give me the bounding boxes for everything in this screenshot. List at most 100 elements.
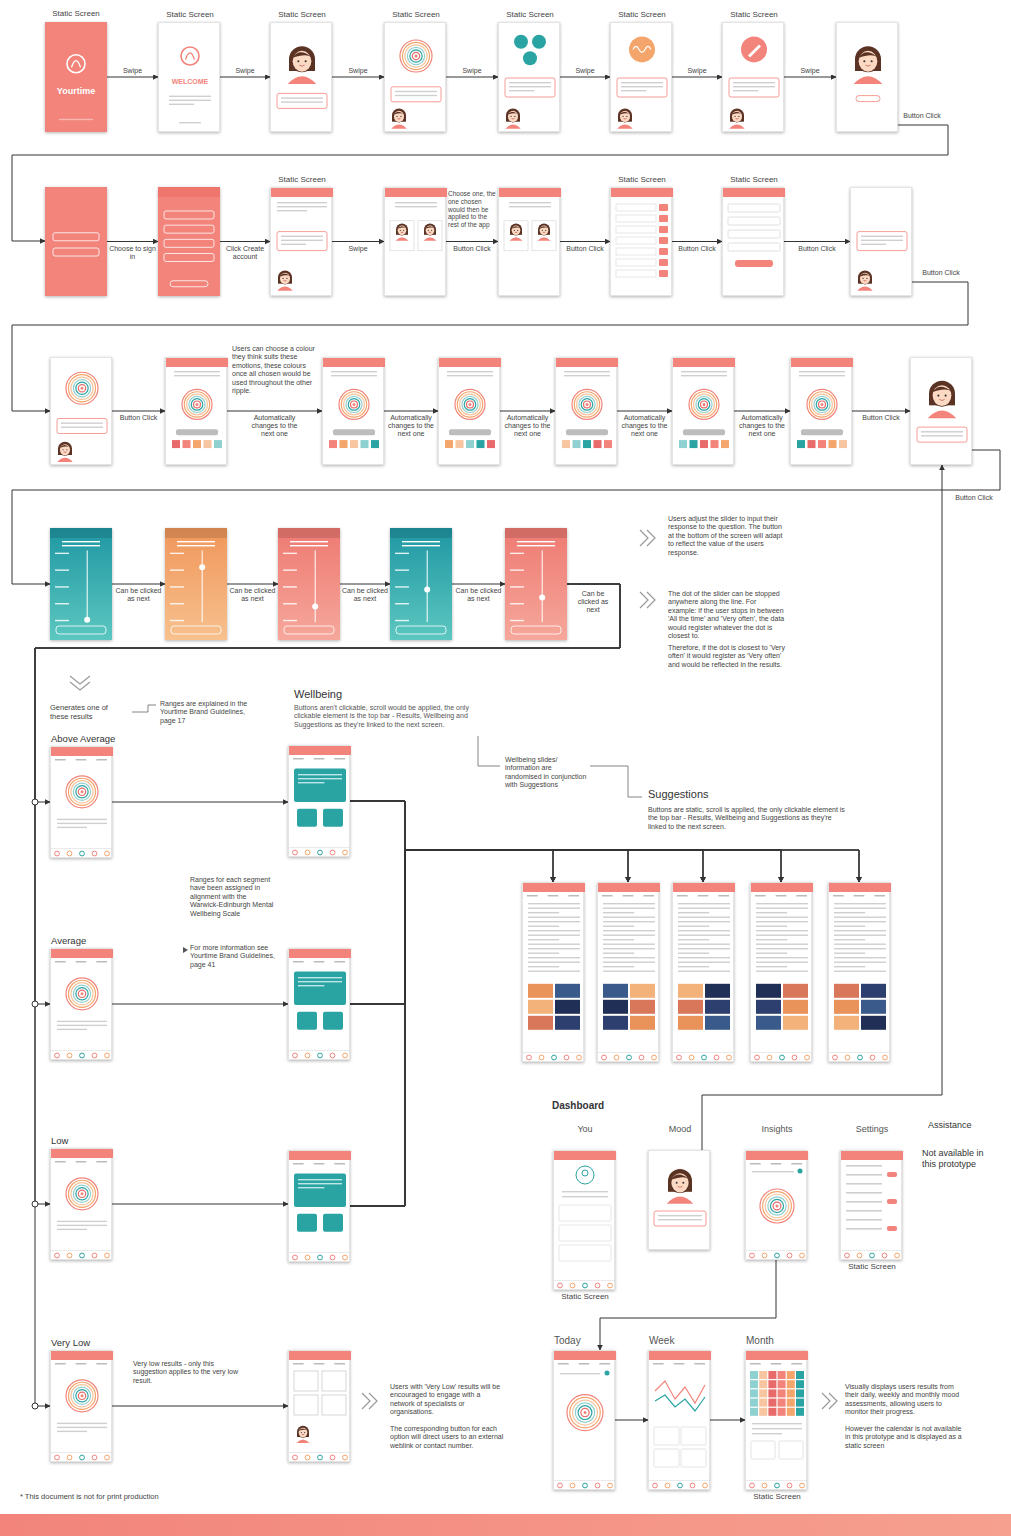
- screen-shape: [51, 949, 113, 958]
- screen-dot: [787, 1483, 792, 1488]
- flow-arrow: [784, 77, 836, 78]
- app-screen: [165, 357, 227, 465]
- avatar-mouth: [64, 451, 67, 453]
- avatar-body: [288, 76, 317, 84]
- screen-shape: [57, 1021, 107, 1022]
- avatar-fringe: [299, 1428, 308, 1431]
- screen-shape: [559, 1245, 611, 1261]
- screen-shape: [621, 86, 663, 87]
- screen-shape: [751, 883, 813, 892]
- avatar-hair: [929, 381, 955, 407]
- screen-shape: [164, 211, 214, 219]
- screen-shape: [721, 440, 729, 448]
- screen-dot: [105, 1455, 110, 1460]
- screen-dot: [862, 278, 863, 279]
- screen-shape: [171, 626, 221, 634]
- flow-arrow: [600, 1260, 776, 1350]
- screen-dot: [66, 449, 67, 450]
- ripple-ring: [694, 394, 715, 415]
- screen-shape: [846, 1201, 882, 1203]
- screen-shape: [598, 1052, 660, 1054]
- screen-shape: [164, 225, 214, 233]
- edge-label: Swipe: [674, 67, 720, 75]
- screen-dot: [895, 1253, 900, 1258]
- screen-shape: [846, 1165, 882, 1167]
- screen-shape: [599, 1363, 610, 1365]
- screen-dot: [305, 1053, 310, 1058]
- screen-shape: [289, 1351, 351, 1360]
- screen-dot: [800, 1483, 805, 1488]
- ripple-ring: [68, 980, 95, 1007]
- screen-caption: WELCOME: [159, 78, 221, 86]
- flow-arrow: [615, 1420, 648, 1421]
- screen-shape: [371, 440, 379, 448]
- note-text: Users adjust the slider to input their r…: [668, 515, 786, 557]
- screen-shape: [517, 545, 555, 546]
- app-screen: Static Screen: [722, 22, 784, 132]
- screen-shape: [554, 1280, 616, 1282]
- flow-arrow: [340, 584, 390, 585]
- screen-dot: [301, 1432, 302, 1433]
- screen-shape: [787, 1399, 795, 1407]
- screen-shape: [562, 440, 570, 448]
- screen-shape: [271, 188, 333, 197]
- flow-arrow: [446, 77, 498, 78]
- flow-arrow: [350, 850, 859, 1206]
- screen-shape: [834, 1016, 859, 1030]
- screen-shape: [750, 1399, 758, 1407]
- screen-shape: [778, 1408, 786, 1416]
- screen-shape: [62, 541, 100, 542]
- app-screen: Static ScreenYourtime: [45, 22, 107, 132]
- avatar-hair: [278, 270, 292, 284]
- screen-shape: [616, 259, 656, 266]
- avatar-fringe: [398, 226, 407, 229]
- screen-shape: [756, 1000, 781, 1014]
- screen-shape: [293, 1363, 304, 1365]
- screen-caption: Yourtime: [45, 86, 107, 97]
- screen-shape: [293, 961, 304, 963]
- screen-shape: [96, 1363, 107, 1365]
- edge-label: Button Click: [674, 245, 720, 253]
- screen-shape: [755, 895, 766, 897]
- screen-dot: [714, 1055, 719, 1060]
- screen-shape: [834, 912, 865, 913]
- screen-shape: [705, 984, 730, 998]
- screen-shape: [487, 440, 495, 448]
- screen-dot: [582, 1170, 588, 1176]
- flow-arrow: [784, 241, 850, 242]
- ripple-ring: [573, 1400, 598, 1425]
- flow-arrow: [107, 241, 158, 242]
- screen-shape: [659, 204, 668, 211]
- avatar-body: [505, 125, 520, 129]
- screen-mockup: [51, 1351, 113, 1463]
- screen-shape: [791, 358, 853, 367]
- screen-shape: [505, 528, 567, 640]
- screen-dot: [532, 35, 546, 49]
- app-screen: [45, 187, 107, 296]
- ripple-ring: [76, 1390, 88, 1402]
- chevron: [829, 1393, 837, 1409]
- screen-dot: [67, 1455, 72, 1460]
- app-screen: Static ScreenWELCOME: [158, 22, 220, 132]
- screen-shape: [616, 248, 656, 255]
- ripple-ring: [407, 47, 424, 64]
- bracket-line: [478, 736, 500, 766]
- screen-dot: [293, 1053, 298, 1058]
- ripple-ring: [73, 783, 90, 800]
- edge-label: Swipe: [786, 67, 834, 75]
- screen-shape: [314, 961, 325, 963]
- screen-shape: [846, 1210, 882, 1212]
- ripple-ring: [73, 380, 90, 397]
- screen-shape: [55, 620, 69, 621]
- screen-dot: [584, 1411, 587, 1414]
- screen-dot: [305, 60, 307, 62]
- screen-shape: [183, 440, 191, 448]
- screen-mockup: [278, 528, 340, 640]
- screen-shape: [728, 204, 780, 212]
- screen-shape: [528, 957, 580, 958]
- screen-dot: [870, 1253, 875, 1258]
- screen-mockup: [45, 187, 107, 296]
- screen-shape: [854, 895, 865, 897]
- screen-shape: [678, 962, 730, 963]
- screen-shape: [583, 440, 591, 448]
